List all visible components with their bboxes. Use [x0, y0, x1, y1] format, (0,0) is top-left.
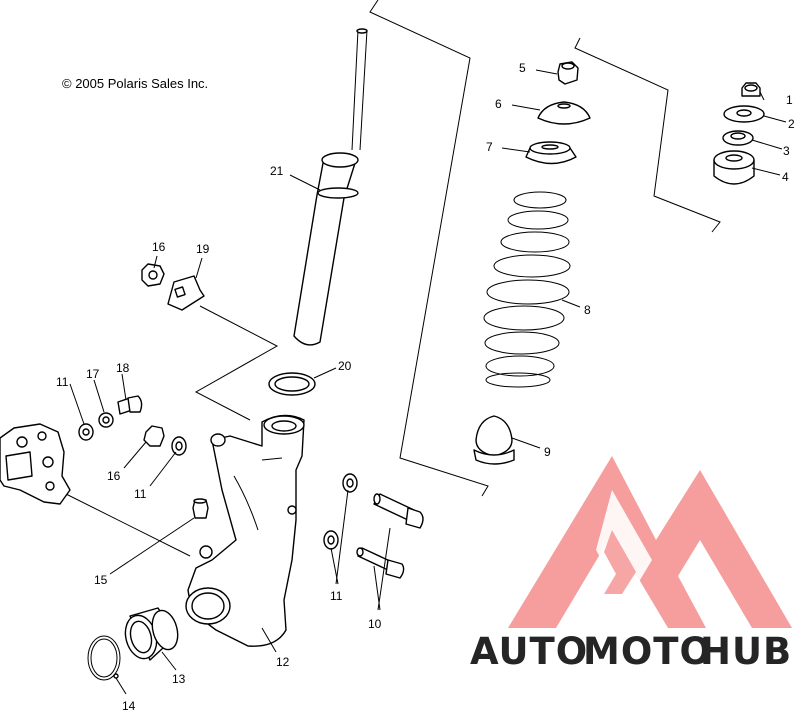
- callout-6: 6: [495, 97, 502, 111]
- brake-caliper: [0, 423, 71, 505]
- bolt-lower: [356, 547, 405, 579]
- callout-8: 8: [584, 303, 591, 317]
- callout-13: 13: [172, 672, 186, 686]
- nut-part5: [557, 61, 579, 85]
- nut-16-top: [141, 263, 165, 287]
- bolt-upper: [373, 493, 424, 529]
- callout-2: 2: [788, 117, 795, 131]
- bracket-19: [167, 275, 205, 311]
- bearing: [124, 607, 179, 661]
- callout-18: 18: [116, 361, 130, 375]
- callout-10: 10: [368, 617, 382, 631]
- watermark-auto: AUTO: [470, 630, 588, 673]
- callout-5: 5: [519, 61, 526, 75]
- nut-16-bottom: [143, 425, 165, 447]
- snap-ring: [87, 635, 121, 681]
- callout-15: 15: [94, 573, 108, 587]
- o-ring: [268, 372, 316, 396]
- washer-11-mid: [171, 436, 187, 456]
- bolt-18: [117, 395, 143, 415]
- watermark-moto: MOTO: [583, 630, 712, 673]
- callout-21: 21: [270, 164, 284, 178]
- logo-triangle-outer: [508, 456, 792, 628]
- bushing-part4: [713, 150, 755, 185]
- spring-seat-lower-part7: [525, 141, 577, 165]
- callout-12: 12: [276, 655, 290, 669]
- callout-11-mid: 11: [134, 487, 147, 501]
- washer-part2: [723, 105, 765, 123]
- bracket-lines: [61, 0, 721, 557]
- spring-seat-upper-part6: [537, 101, 591, 125]
- watermark-hub: HUB: [700, 630, 792, 673]
- callout-3: 3: [783, 144, 790, 158]
- callout-4: 4: [782, 170, 789, 184]
- callout-14: 14: [122, 699, 136, 711]
- callout-20: 20: [338, 359, 352, 373]
- callout-17: 17: [86, 367, 100, 381]
- callout-16-top: 16: [152, 240, 166, 254]
- washer-11-right-top: [342, 473, 358, 493]
- callout-7: 7: [486, 140, 493, 154]
- logo-triangle-inner: [596, 490, 652, 600]
- callout-1: 1: [786, 93, 793, 107]
- callout-11-right: 11: [330, 589, 343, 603]
- steering-knuckle: [185, 414, 305, 647]
- coil-spring: [483, 191, 571, 388]
- callout-9: 9: [544, 445, 551, 459]
- fitting-15: [192, 498, 209, 519]
- nut-part1: [741, 82, 761, 97]
- washer-part3: [722, 130, 754, 146]
- washer-11-left: [78, 423, 94, 441]
- callout-11-left: 11: [56, 375, 69, 389]
- washer-11-right-bottom: [323, 530, 339, 550]
- callout-16-bottom: 16: [107, 469, 121, 483]
- copyright-text: © 2005 Polaris Sales Inc.: [62, 76, 208, 91]
- bump-stop: [473, 415, 515, 465]
- shock-absorber: [293, 28, 368, 346]
- leader-lines: [69, 69, 787, 695]
- callout-19: 19: [196, 242, 210, 256]
- automotohub-watermark-logo: AUTO MOTO HUB: [470, 456, 792, 673]
- washer-17: [98, 412, 114, 428]
- callout-labels: 1 2 3 4 5 6 7 8 9 10 11 11 11 12 13 14 1…: [56, 61, 795, 713]
